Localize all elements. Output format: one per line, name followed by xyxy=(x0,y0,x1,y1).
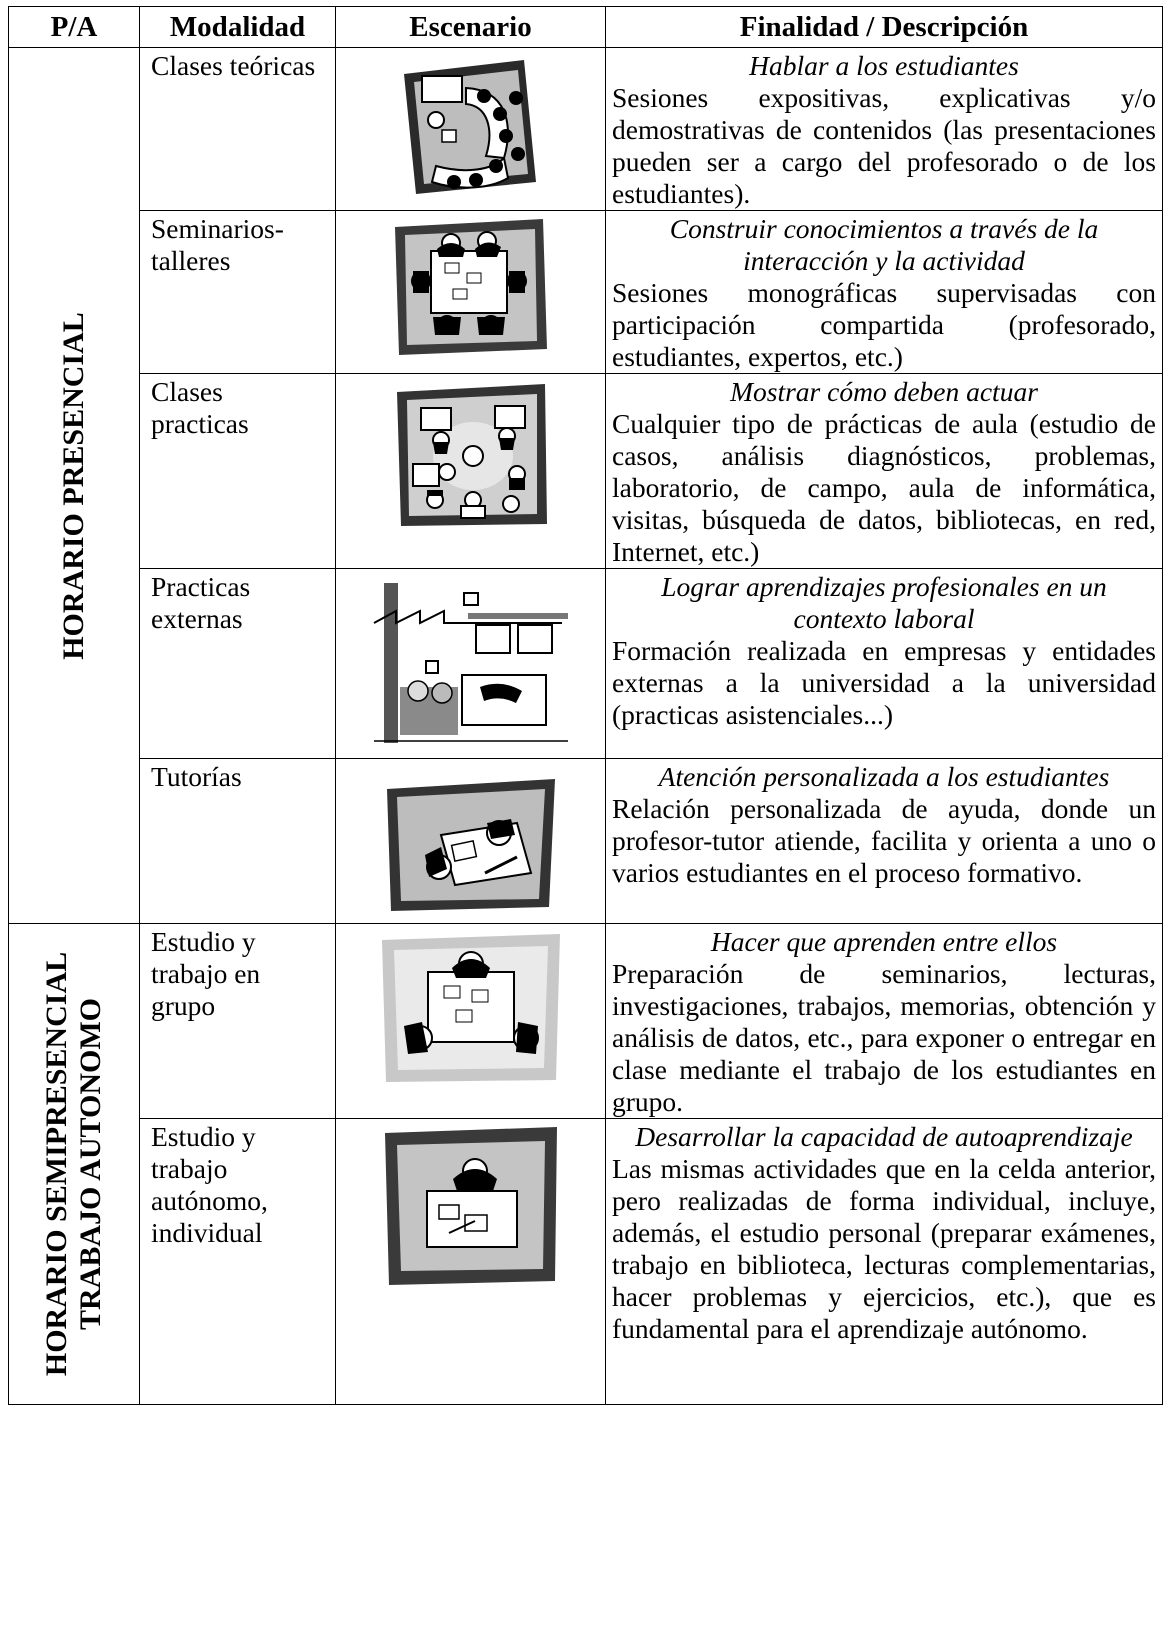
description-cell: Construir conocimientos a través de la i… xyxy=(605,210,1163,374)
tutoring-illustration xyxy=(386,779,555,911)
group-label-presencial: HORARIO PRESENCIAL xyxy=(57,311,90,660)
workplace-illustration xyxy=(373,583,568,743)
descripcion-text: Cualquier tipo de prácticas de aula (est… xyxy=(612,408,1156,567)
lecture-room-illustration xyxy=(403,60,536,194)
finalidad-text: Desarrollar la capacidad de autoaprendiz… xyxy=(635,1121,1133,1152)
description-cell: Atención personalizada a los estudiantes… xyxy=(605,758,1163,924)
descripcion-text: Sesiones monográficas supervisadas con p… xyxy=(612,277,1156,372)
header-finalidad: Finalidad / Descripción xyxy=(605,6,1163,48)
finalidad-text: Lograr aprendizajes profesionales en un … xyxy=(661,571,1107,634)
header-pa: P/A xyxy=(8,6,140,48)
modalidad-cell: Clases practicas xyxy=(139,373,336,569)
description-cell: Hacer que aprenden entre ellos Preparaci… xyxy=(605,923,1163,1119)
finalidad-text: Mostrar cómo deben actuar xyxy=(730,376,1038,407)
description-cell: Hablar a los estudiantes Sesiones exposi… xyxy=(605,47,1163,211)
scenario-cell xyxy=(335,47,606,211)
scenario-cell xyxy=(335,210,606,374)
modalidad-cell: Estudio y trabajo en grupo xyxy=(139,923,336,1119)
header-modalidad: Modalidad xyxy=(139,6,336,48)
modalidad-cell: Clases teóricas xyxy=(139,47,336,211)
scenario-cell xyxy=(335,568,606,759)
descripcion-text: Formación realizada en empresas y entida… xyxy=(612,635,1156,730)
finalidad-text: Hablar a los estudiantes xyxy=(749,50,1019,81)
group-label-cell: HORARIO SEMIPRESENCIAL TRABAJO AUTONOMO xyxy=(8,923,140,1405)
finalidad-text: Construir conocimientos a través de la i… xyxy=(669,213,1099,276)
finalidad-text: Hacer que aprenden entre ellos xyxy=(710,926,1058,957)
descripcion-text: Preparación de seminarios, lecturas, inv… xyxy=(612,958,1156,1117)
descripcion-text: Las mismas actividades que en la celda a… xyxy=(612,1153,1156,1344)
modalidad-cell: Practicas externas xyxy=(139,568,336,759)
modalidad-cell: Tutorías xyxy=(139,758,336,924)
table-row: HORARIO PRESENCIAL Clases teóricas Habla… xyxy=(8,47,1163,924)
scenario-cell xyxy=(335,1118,606,1405)
description-cell: Mostrar cómo deben actuar Cualquier tipo… xyxy=(605,373,1163,569)
table-row: Tutorías Atención personalizada a los es… xyxy=(9,758,1163,924)
description-cell: Desarrollar la capacidad de autoaprendiz… xyxy=(605,1118,1163,1405)
group-label-cell: HORARIO PRESENCIAL xyxy=(8,47,140,924)
practical-class-illustration xyxy=(396,384,547,526)
individual-study-illustration xyxy=(384,1127,557,1285)
scenario-cell xyxy=(335,923,606,1119)
finalidad-text: Atención personalizada a los estudiantes xyxy=(658,761,1110,792)
descripcion-text: Relación personalizada de ayuda, donde u… xyxy=(612,793,1156,888)
table-row: Estudio y trabajo autónomo, individual D… xyxy=(9,1118,1163,1405)
modalities-table: P/A Modalidad Escenario Finalidad / Desc… xyxy=(8,6,1163,1405)
scenario-cell xyxy=(335,373,606,569)
descripcion-text: Sesiones expositivas, explicativas y/o d… xyxy=(612,82,1156,209)
table-row: HORARIO SEMIPRESENCIAL TRABAJO AUTONOMO … xyxy=(8,923,1163,1405)
table-row: Practicas externas Lograr aprendizajes p… xyxy=(9,568,1163,759)
description-cell: Lograr aprendizajes profesionales en un … xyxy=(605,568,1163,759)
group-work-illustration xyxy=(381,934,560,1082)
scenario-cell xyxy=(335,758,606,924)
table-row: Seminarios-talleres Construir conocimien… xyxy=(9,210,1163,374)
table-row: Clases practicas Mostrar cómo deben act xyxy=(9,373,1163,569)
modalidad-cell: Estudio y trabajo autónomo, individual xyxy=(139,1118,336,1405)
header-escenario: Escenario xyxy=(335,6,606,48)
seminar-table-illustration xyxy=(394,219,547,355)
group-label-semipresencial: HORARIO SEMIPRESENCIAL TRABAJO AUTONOMO xyxy=(40,951,107,1377)
modalidad-cell: Seminarios-talleres xyxy=(139,210,336,374)
table-header-row: P/A Modalidad Escenario Finalidad / Desc… xyxy=(8,6,1163,48)
